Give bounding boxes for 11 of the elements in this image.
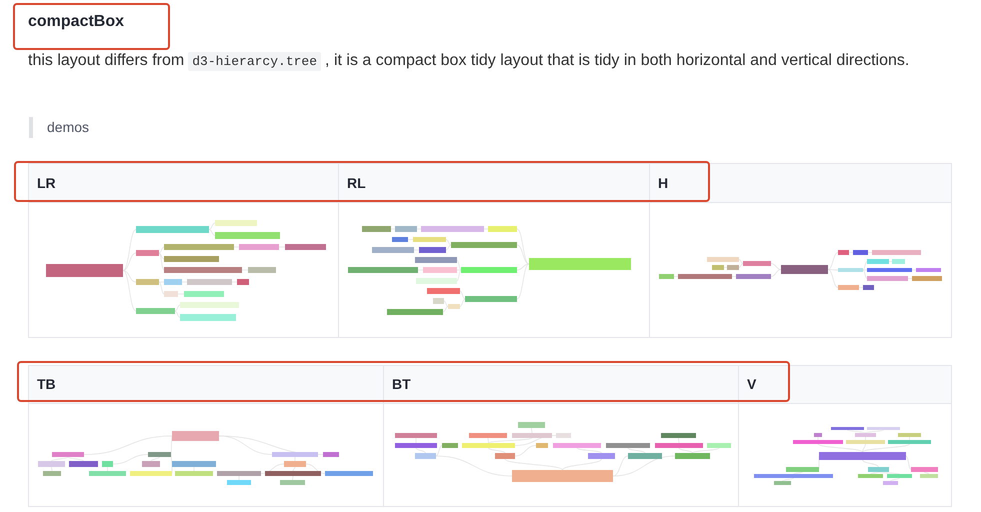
column-header: V: [739, 366, 951, 404]
column-header: RL: [339, 164, 650, 203]
column-header: H: [650, 164, 951, 203]
quote-text: demos: [47, 119, 90, 136]
body-text: , it is a compact box tidy layout that is tidy in both horizontal and vertical directions.: [325, 52, 910, 69]
column-header: TB: [29, 366, 384, 404]
body-text: this layout differs from: [28, 52, 184, 69]
inline-code: d3-hierarcy.tree: [188, 52, 322, 71]
section-heading: compactBox: [28, 12, 124, 32]
column-header: BT: [384, 366, 739, 404]
column-header: LR: [29, 164, 339, 203]
